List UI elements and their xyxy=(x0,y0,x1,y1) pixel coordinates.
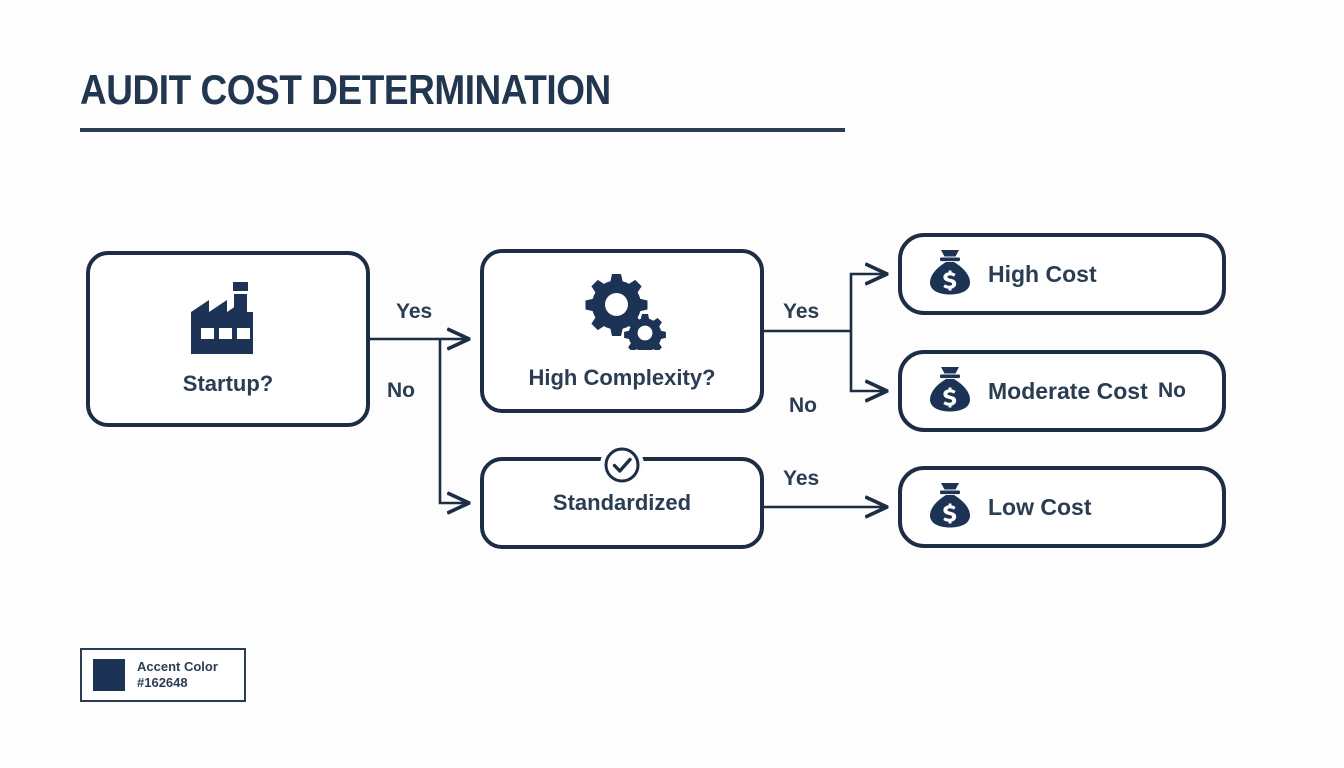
gears-icon xyxy=(576,272,668,356)
edge-label-complexity-yes: Yes xyxy=(783,300,820,323)
outcome-moderate-cost[interactable]: Moderate Cost No xyxy=(898,350,1226,432)
outcome-moderate-cost-extra-label: No xyxy=(1158,379,1186,402)
edge-startup-no xyxy=(438,339,468,503)
edge-label-startup-no: No xyxy=(387,379,415,402)
money-bag-icon xyxy=(928,365,972,418)
node-startup[interactable]: Startup? xyxy=(86,251,370,427)
edge-label-complexity-no: No xyxy=(789,394,817,417)
outcome-low-cost[interactable]: Low Cost xyxy=(898,466,1226,548)
outcome-high-cost[interactable]: High Cost xyxy=(898,233,1226,315)
title-divider xyxy=(80,128,845,132)
node-high-complexity-label: High Complexity? xyxy=(528,364,716,390)
accent-color-legend: Accent Color #162648 xyxy=(80,648,246,702)
edge-complexity-no xyxy=(849,331,886,391)
outcome-low-cost-label: Low Cost xyxy=(988,493,1092,520)
outcome-moderate-cost-label: Moderate Cost xyxy=(988,377,1148,404)
edge-complexity-yes xyxy=(849,274,886,331)
node-high-complexity[interactable]: High Complexity? xyxy=(480,249,764,413)
edge-label-standardized-yes: Yes xyxy=(783,467,820,490)
accent-color-name: Accent Color xyxy=(137,659,218,675)
node-startup-label: Startup? xyxy=(182,370,274,396)
factory-icon xyxy=(187,281,269,361)
money-bag-icon xyxy=(928,248,972,301)
money-bag-icon xyxy=(928,481,972,534)
node-standardized-label: Standardized xyxy=(552,490,692,515)
outcome-high-cost-label: High Cost xyxy=(988,260,1097,287)
edge-label-startup-yes: Yes xyxy=(396,300,433,323)
page-title: AUDIT COST DETERMINATION xyxy=(80,66,611,113)
check-circle-icon xyxy=(600,443,644,487)
accent-color-swatch xyxy=(93,659,125,691)
accent-color-hex: #162648 xyxy=(137,675,188,690)
